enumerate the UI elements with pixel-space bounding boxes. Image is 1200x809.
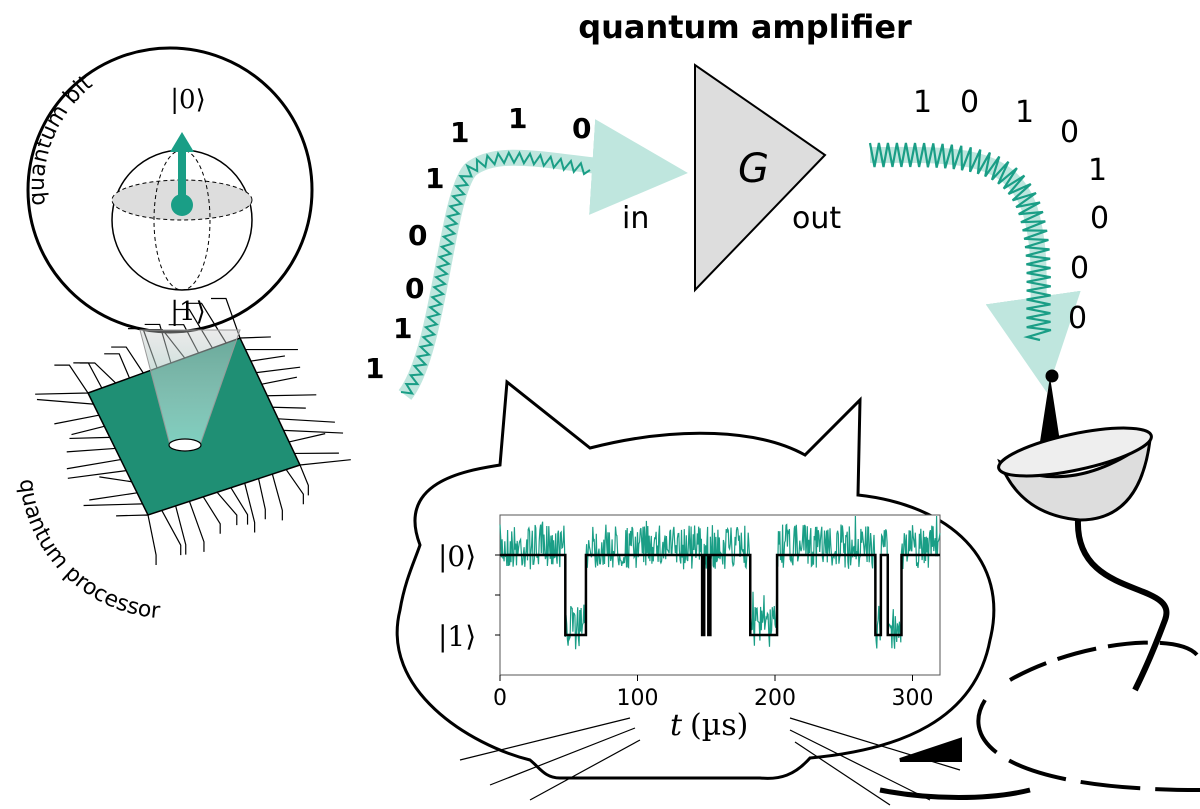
output-bit: 0 [960,85,979,120]
input-bit: 0 [405,272,424,305]
bloch-sphere: quantum bit |0⟩ |1⟩ [25,46,314,334]
ket1-label: |1⟩ [170,297,205,327]
ytick-ket0: |0⟩ [438,540,476,573]
state-assignment-line [500,553,940,637]
xlabel-variable: t [670,708,683,743]
output-signal-wave [868,142,1052,342]
ytick-ket1: |1⟩ [438,620,476,653]
input-bit: 0 [408,219,427,252]
output-bit: 1 [913,85,932,120]
input-bit: 1 [425,162,444,195]
gain-label: G [738,146,769,192]
output-bit: 1 [1015,95,1034,130]
output-bit: 0 [1070,251,1089,286]
input-bit: 1 [450,116,469,149]
input-bit: 1 [393,312,412,345]
x-tick-label: 0 [493,686,507,711]
state-trace-plot: 0 100 200 300 |0⟩ |1⟩ t (µs) [438,514,941,743]
title: quantum amplifier [578,8,912,46]
mouse [879,640,1200,800]
quantum-processor-chip [35,297,351,565]
antenna-dish [997,369,1170,692]
x-tick-label: 200 [754,686,796,711]
in-label: in [622,201,649,236]
x-tick-label: 300 [892,686,934,711]
ket0-label: |0⟩ [170,85,205,115]
output-bit: 0 [1090,201,1109,236]
input-bit: 0 [572,112,591,145]
amplifier-triangle [694,63,827,293]
x-tick-label: 100 [617,686,659,711]
input-bit: 1 [508,102,527,135]
input-bit: 1 [365,352,384,385]
output-bit: 0 [1060,115,1079,150]
output-bit: 1 [1088,153,1107,188]
xlabel-unit: (µs) [690,708,748,743]
chip-wires [35,297,351,565]
out-label: out [792,201,841,236]
output-signal-band [869,146,1081,393]
output-bit: 0 [1068,301,1087,336]
input-signal-wave [400,150,591,395]
